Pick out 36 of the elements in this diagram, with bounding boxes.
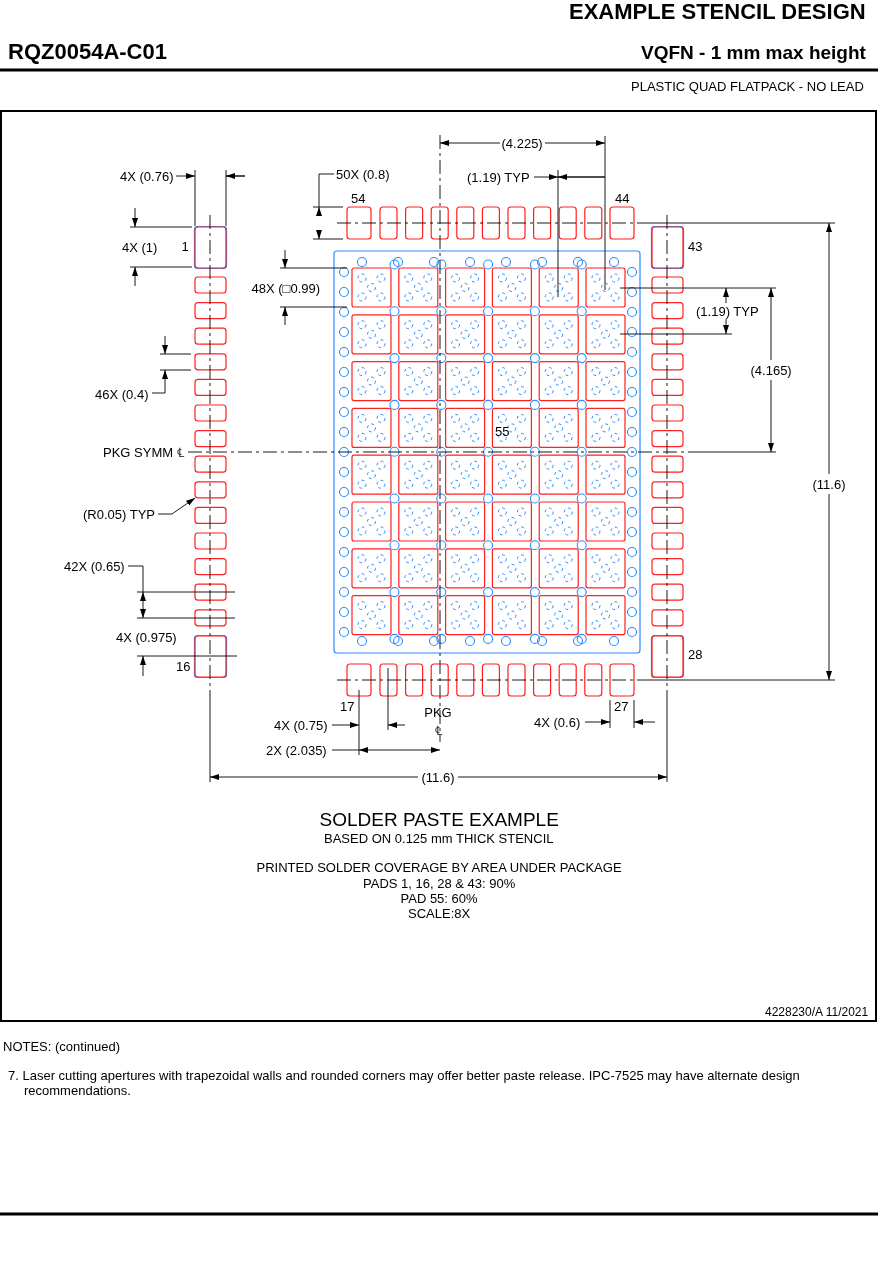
note-text: 7. Laser cutting apertures with trapezoidal walls and rounded corners may offer better paste release. IPC-7525 may have alternate design recommendations. xyxy=(8,1068,801,1098)
pin-number: 54 xyxy=(351,190,366,206)
dimension-label: (1.19) TYP xyxy=(467,169,530,185)
package-name: VQFN - 1 mm max height xyxy=(641,42,866,64)
callout-label: (R0.05) TYP xyxy=(83,506,155,522)
dimension-label: 46X (0.4) xyxy=(95,386,149,402)
dimension-label: 4X (0.975) xyxy=(116,629,177,645)
pin-number: 44 xyxy=(615,190,630,206)
centerline-label: PKG ℄ xyxy=(423,704,453,740)
drawing-heading: SOLDER PASTE EXAMPLE xyxy=(319,808,559,830)
pin-number: 17 xyxy=(340,698,355,714)
dimension-label: 4X (0.76) xyxy=(120,168,174,184)
drawing-subheading: BASED ON 0.125 mm THICK STENCIL xyxy=(324,830,554,846)
dimension-label: 42X (0.65) xyxy=(64,558,125,574)
centerline-label: PKG SYMM ℄ xyxy=(103,444,184,460)
dimension-label: 4X (1) xyxy=(122,239,158,255)
pin-number: 27 xyxy=(614,698,629,714)
dimension-label: 2X (2.035) xyxy=(266,742,327,758)
package-description: PLASTIC QUAD FLATPACK - NO LEAD xyxy=(631,78,864,94)
coverage-note: PAD 55: 60% xyxy=(400,890,478,906)
page-title: EXAMPLE STENCIL DESIGN xyxy=(569,0,866,24)
dimension-label: 50X (0.8) xyxy=(336,166,390,182)
notes-heading: NOTES: (continued) xyxy=(3,1038,121,1054)
dimension-label: 4X (0.75) xyxy=(274,717,328,733)
dimension-label: 4X (0.6) xyxy=(534,714,581,730)
pin-number: 55 xyxy=(495,423,510,439)
document-number: 4228230/A 11/2021 xyxy=(765,1004,869,1020)
pin-number: 43 xyxy=(688,238,703,254)
scale-note: SCALE:8X xyxy=(408,905,471,921)
coverage-note: PADS 1, 16, 28 & 43: 90% xyxy=(363,875,516,891)
drawing-number: RQZ0054A-C01 xyxy=(8,40,167,64)
pin-number: 1 xyxy=(181,238,189,254)
pin-number: 16 xyxy=(176,658,191,674)
coverage-note: PRINTED SOLDER COVERAGE BY AREA UNDER PACKAGE xyxy=(256,859,622,875)
pad-outline xyxy=(194,481,227,499)
pin-number: 28 xyxy=(688,646,703,662)
